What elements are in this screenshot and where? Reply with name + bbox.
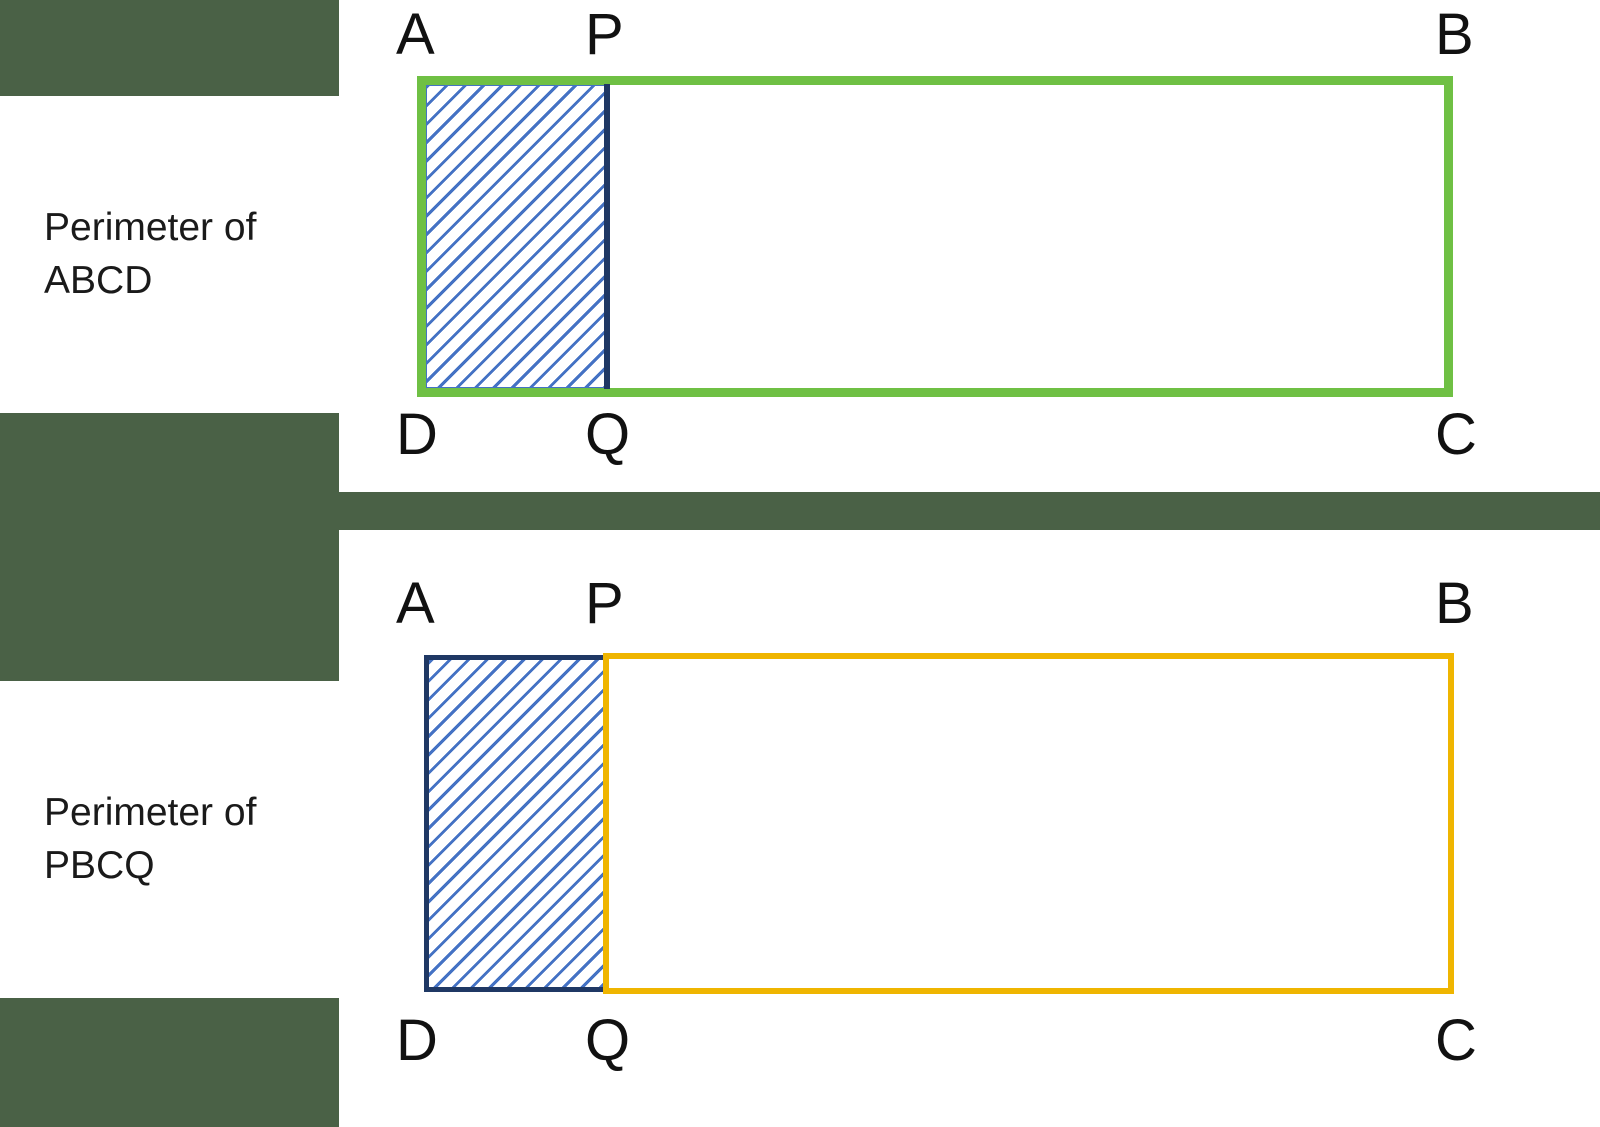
hatched-region-apqd <box>425 84 609 389</box>
vertex-d-bottom: D <box>396 1008 438 1073</box>
caption-abcd: Perimeter of ABCD <box>44 205 257 302</box>
vertex-c-bottom: C <box>1435 1008 1477 1073</box>
vertex-b-bottom: B <box>1435 571 1474 636</box>
vertex-c-top: C <box>1435 402 1477 467</box>
caption-pbcq: Perimeter of PBCQ <box>44 790 257 887</box>
rectangle-abcd-outline <box>417 76 1453 397</box>
vertex-d-top: D <box>396 402 438 467</box>
caption-block-abcd: Perimeter of ABCD <box>0 96 339 413</box>
vertex-q-top: Q <box>585 402 631 467</box>
vertex-a-top: A <box>396 2 435 67</box>
rectangle-pbcq-outline <box>603 653 1454 994</box>
vertex-a-bottom: A <box>396 571 435 636</box>
vertex-b-top: B <box>1435 2 1474 67</box>
hatched-region-apqd-bottom <box>424 655 608 992</box>
vertex-q-bottom: Q <box>585 1008 631 1073</box>
segment-pq-top <box>604 84 610 389</box>
vertex-p-top: P <box>585 2 624 67</box>
vertex-p-bottom: P <box>585 571 624 636</box>
caption-block-pbcq: Perimeter of PBCQ <box>0 681 339 998</box>
